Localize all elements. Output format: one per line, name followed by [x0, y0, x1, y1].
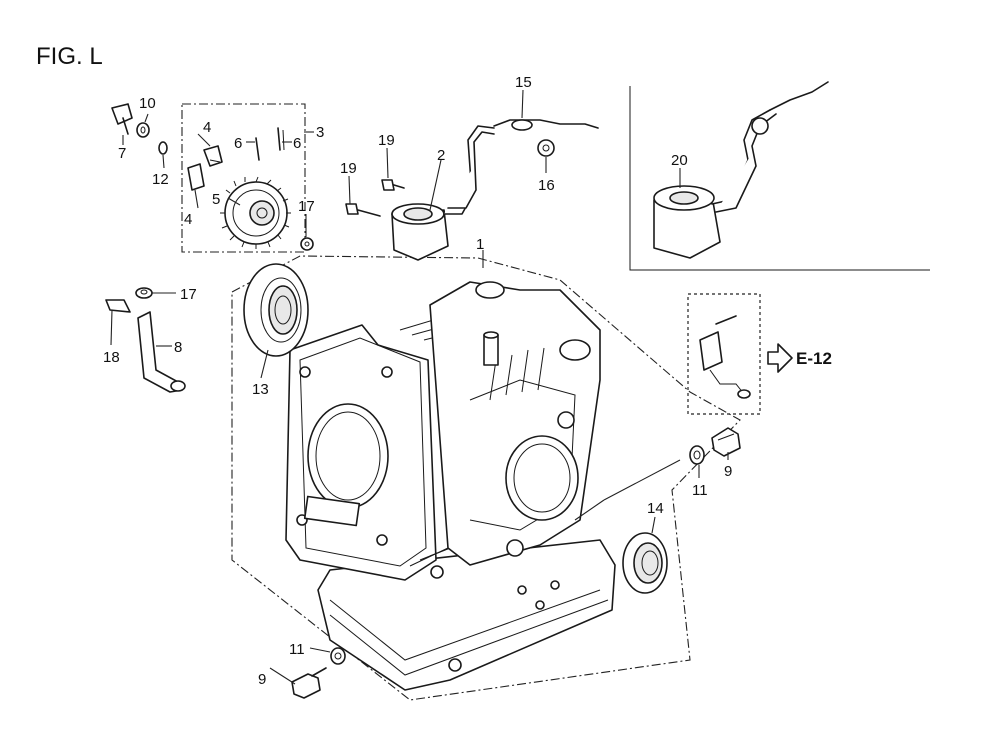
callout-19b: 19	[340, 160, 357, 177]
governor-gear-5	[220, 176, 291, 249]
governor-weight-4b	[187, 163, 205, 191]
washer-11-right	[689, 445, 705, 465]
callout-18: 18	[103, 349, 120, 366]
callout-16: 16	[538, 177, 555, 194]
arrow-to-e12-icon	[767, 343, 793, 373]
callout-7: 7	[118, 145, 126, 162]
callout-8: 8	[174, 339, 182, 356]
drain-bolt-9-bottom	[291, 667, 327, 699]
callout-19a: 19	[378, 132, 395, 149]
callout-14: 14	[647, 500, 664, 517]
callout-4a: 4	[203, 119, 211, 136]
bolt-19b	[345, 203, 381, 217]
washer-17-upper	[300, 237, 314, 251]
callout-5: 5	[212, 191, 220, 208]
washer-12	[158, 141, 168, 155]
callout-13: 13	[252, 381, 269, 398]
callout-20: 20	[671, 152, 688, 169]
nut-17-lower	[135, 287, 153, 299]
oil-level-switch-2	[391, 119, 599, 261]
callout-17-lower: 17	[180, 286, 197, 303]
governor-assembly-outline	[181, 103, 306, 253]
callout-9-bottom: 9	[258, 671, 266, 688]
callout-6b: 6	[293, 135, 301, 152]
oil-alert-switch-unit	[699, 315, 751, 399]
callout-15: 15	[515, 74, 532, 91]
drain-bolt-9-right	[711, 427, 741, 457]
callout-4b: 4	[184, 211, 192, 228]
bolt-7	[111, 103, 133, 135]
oil-seal-13	[243, 263, 309, 357]
washer-11-bottom	[330, 647, 346, 665]
oil-alert-switch-box	[687, 293, 761, 415]
grommet-16	[537, 139, 555, 157]
callout-10: 10	[139, 95, 156, 112]
oil-seal-14	[622, 532, 668, 594]
callout-11-bottom: 11	[289, 641, 305, 658]
bolt-19a	[381, 179, 405, 191]
governor-weight-4a	[203, 145, 223, 167]
cross-reference-e12: E-12	[796, 349, 832, 368]
callout-2: 2	[437, 147, 445, 164]
inset-oil-switch-20	[653, 81, 829, 259]
callout-11-right: 11	[692, 482, 708, 499]
inset-frame	[629, 86, 930, 271]
leader-lines	[110, 89, 729, 685]
washer-10	[136, 122, 150, 138]
figure-title: FIG. L	[36, 43, 103, 70]
callout-labels: 1 2 3 4 4 5 6 6 7 8 9 9 10 11 11 12 13 1…	[103, 74, 732, 688]
callout-12: 12	[152, 171, 169, 188]
callout-1: 1	[476, 236, 484, 253]
governor-arm-8	[137, 311, 186, 393]
callout-17-upper: 17	[298, 198, 315, 215]
callout-6a: 6	[234, 135, 242, 152]
wire-clamp-15	[511, 119, 533, 131]
governor-pin-6b	[277, 127, 285, 151]
clip-18	[105, 299, 131, 313]
governor-pin-6a	[255, 137, 260, 161]
callout-9-right: 9	[724, 463, 732, 480]
cylinder-block	[285, 281, 616, 691]
callout-3: 3	[316, 124, 324, 141]
